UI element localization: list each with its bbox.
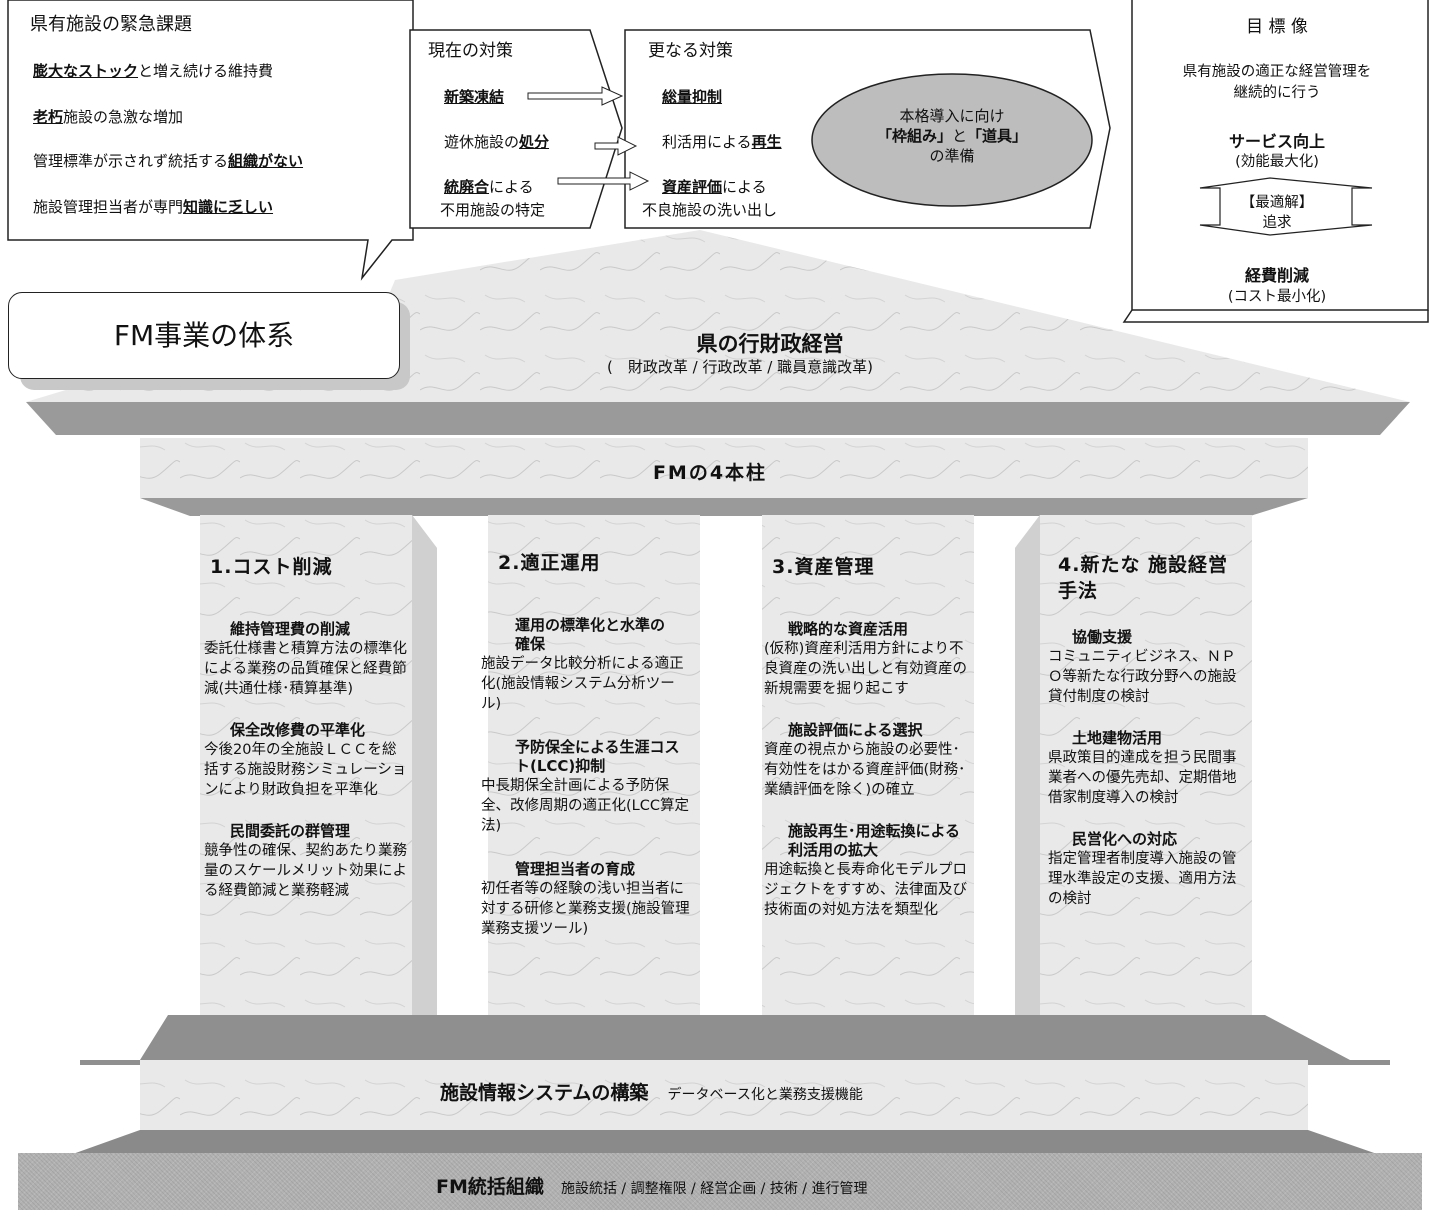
pillar-3-item-1-body: (仮称)資産利活用方針により不良資産の洗い出しと有効資産の新規需要を掘り起こす	[764, 641, 967, 697]
goal-service: サービス向上	[1228, 132, 1325, 151]
pillar-4-title: 4.新たな 施設経営手法	[1058, 554, 1229, 602]
pillar-3-title: 3.資産管理	[772, 556, 875, 578]
ellipse-text: 本格導入に向け 「枠組み」と「道具」 の準備	[876, 107, 1028, 165]
further-item-2: 利活用による再生	[662, 133, 782, 151]
goal-service-sub: (効能最大化)	[1235, 154, 1319, 170]
foundation-title: FM統括組織	[436, 1176, 544, 1198]
pillar-2-item-2-body: 中長期保全計画による予防保全、改修周期の適正化(LCC算定法)	[481, 778, 689, 834]
further-title: 更なる対策	[648, 41, 733, 61]
pillar-4-item-2-head: 土地建物活用	[1072, 729, 1163, 747]
goal-cost: 経費削減	[1244, 266, 1309, 285]
pillar-4-item-3-head: 民営化への対応	[1072, 830, 1178, 848]
pillar-1-item-3-head: 民間委託の群管理	[230, 822, 351, 840]
goal-optimum: 【最適解】追求	[1240, 195, 1314, 231]
pillar-4-content: 協働支援 コミュニティビジネス、ＮＰＯ等新たな行政分野への施設貸付制度の検討 土…	[1048, 628, 1248, 921]
pillar-1-item-2-body: 今後20年の全施設ＬＣＣを総括する施設財務シミュレーションにより財政負担を平準化	[204, 742, 407, 798]
pillar-1-content: 維持管理費の削減 委託仕様書と積算方法の標準化による業務の品質確保と経費節減(共…	[204, 620, 410, 913]
current-title: 現在の対策	[428, 41, 513, 61]
roof-title: 県の行財政経営	[696, 332, 844, 356]
pillar-2-title: 2.適正運用	[498, 552, 601, 574]
current-item-3-sub: 不用施設の特定	[440, 201, 546, 219]
pillar-3-item-3-body: 用途転換と長寿命化モデルプロジェクトをすすめ、法律面及び技術面の対処方法を類型化	[764, 862, 967, 918]
issue-3: 管理標準が示されず統括する組織がない	[33, 152, 304, 170]
pillar-2-item-2-head: 予防保全による生涯コスト(LCC)抑制	[515, 738, 680, 775]
current-item-2: 遊休施設の処分	[444, 133, 550, 151]
beam-title: FMの4本柱	[652, 462, 768, 484]
goal-box-shape	[1122, 0, 1429, 323]
roof-subtitle: ( 財政改革 / 行政改革 / 職員意識改革)	[607, 358, 873, 376]
issue-1: 膨大なストックと増え続ける維持費	[33, 62, 274, 80]
pillar-4-item-3-body: 指定管理者制度導入施設の管理水準設定の支援、適用方法の検討	[1048, 851, 1237, 907]
pillar-4-item-1-head: 協働支援	[1072, 628, 1133, 646]
issues-title: 県有施設の緊急課題	[30, 14, 192, 35]
pillar-4-item-1-body: コミュニティビジネス、ＮＰＯ等新たな行政分野への施設貸付制度の検討	[1048, 649, 1237, 705]
pillar-2-item-1-body: 施設データ比較分析による適正化(施設情報システム分析ツール)	[481, 656, 684, 712]
base-shape	[70, 1015, 1390, 1155]
foundation-subtitle: 施設統括 / 調整権限 / 経営企画 / 技術 / 進行管理	[560, 1181, 868, 1197]
fm-system-label: FM事業の体系	[8, 292, 400, 379]
pillar-1-item-1-head: 維持管理費の削減	[230, 620, 351, 638]
pillar-2-item-3-head: 管理担当者の育成	[515, 860, 636, 878]
pillar-1-item-3-body: 競争性の確保、契約あたり業務量のスケールメリット効果による経費節減と業務軽減	[204, 843, 407, 899]
foundation-band	[18, 1153, 1422, 1210]
further-item-1: 総量抑制	[662, 88, 723, 106]
pillar-3-item-2-head: 施設評価による選択	[788, 721, 923, 739]
pillar-1-item-2-head: 保全改修費の平準化	[230, 721, 366, 739]
goal-title: 目 標 像	[1246, 17, 1308, 37]
pillar-3-item-1-head: 戦略的な資産活用	[788, 620, 909, 638]
goal-cost-sub: (コスト最小化)	[1227, 289, 1327, 305]
pillars-shape	[200, 515, 1252, 1055]
measures-arrows-shape	[409, 29, 1111, 229]
pillar-2-item-3-body: 初任者等の経験の浅い担当者に対する研修と業務支援(施設管理業務支援ツール)	[481, 881, 690, 937]
current-item-3: 統廃合による	[444, 178, 534, 196]
issue-2: 老朽施設の急激な増加	[33, 108, 184, 126]
further-item-3: 資産評価による	[662, 178, 767, 196]
beam-shape	[140, 438, 1308, 516]
pillar-3-content: 戦略的な資産活用 (仮称)資産利活用方針により不良資産の洗い出しと有効資産の新規…	[764, 620, 972, 932]
goal-desc: 県有施設の適正な経営管理を継続的に行う	[1182, 64, 1372, 101]
base-subtitle: データベース化と業務支援機能	[667, 1087, 863, 1103]
base-title: 施設情報システムの構築	[440, 1082, 649, 1104]
pillar-3-item-3-head: 施設再生･用途転換による利活用の拡大	[788, 822, 961, 859]
pillar-3-item-2-body: 資産の視点から施設の必要性･有効性をはかる資産評価(財務･業績評価を除く)の確立	[764, 742, 966, 798]
pillar-2-content: 運用の標準化と水準の確保 施設データ比較分析による適正化(施設情報システム分析ツ…	[481, 616, 693, 951]
base-label: 施設情報システムの構築 データベース化と業務支援機能	[440, 1078, 863, 1105]
pillar-4-item-2-body: 県政策目的達成を担う民間事業者への優先売却、定期借地借家制度導入の検討	[1048, 750, 1237, 806]
foundation-label: FM統括組織 施設統括 / 調整権限 / 経営企画 / 技術 / 進行管理	[436, 1172, 867, 1199]
issue-4: 施設管理担当者が専門知識に乏しい	[33, 198, 274, 216]
further-item-3-sub: 不良施設の洗い出し	[642, 201, 778, 219]
current-item-1: 新築凍結	[444, 88, 505, 106]
pillar-1-title: 1.コスト削減	[210, 556, 333, 578]
pillar-1-item-1-body: 委託仕様書と積算方法の標準化による業務の品質確保と経費節減(共通仕様･積算基準)	[204, 641, 407, 697]
pillar-2-item-1-head: 運用の標準化と水準の確保	[515, 616, 666, 653]
